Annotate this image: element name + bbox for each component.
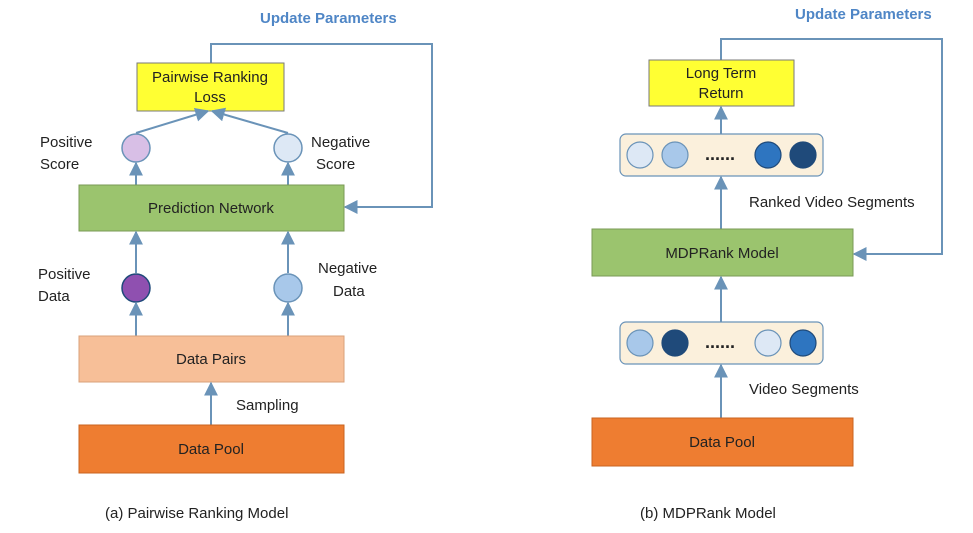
ranked-segment-circle-3 — [754, 141, 782, 169]
positive-score-label-line2: Score — [40, 156, 79, 173]
data-pairs-label: Data Pairs — [176, 351, 246, 368]
positive-data-label-line2: Data — [38, 288, 70, 305]
ranked-segments-ellipsis: ...... — [705, 144, 735, 164]
data-pool-box-left — [78, 424, 345, 474]
pairwise-loss-line1: Pairwise Ranking — [152, 69, 268, 86]
ranked-segment-circle-1 — [626, 141, 654, 169]
data-pool-label-left: Data Pool — [178, 441, 244, 458]
ranked-video-segments-label: Ranked Video Segments — [749, 194, 915, 211]
mdprank-panel: Update Parameters Long Term Return .....… — [591, 6, 943, 522]
video-segment-circle-3 — [754, 329, 782, 357]
sampling-label: Sampling — [236, 397, 299, 414]
positive-score-circle — [121, 133, 151, 163]
pairwise-loss-box — [136, 62, 285, 112]
update-feedback-arrow-left — [210, 43, 433, 214]
positive-data-label-line1: Positive — [38, 266, 91, 283]
prediction-network-box — [78, 184, 345, 232]
long-term-return-line2: Return — [698, 85, 743, 102]
video-segment-circle-1 — [626, 329, 654, 357]
video-segment-circle-2 — [661, 329, 689, 357]
positive-data-circle — [121, 273, 151, 303]
mdprank-model-box — [591, 228, 854, 277]
ranked-segment-circle-2 — [661, 141, 689, 169]
video-segments-label: Video Segments — [749, 381, 859, 398]
negative-data-label-line1: Negative — [318, 260, 377, 277]
negative-data-label-line2: Data — [333, 283, 365, 300]
positive-score-label-line1: Positive — [40, 134, 93, 151]
caption-right: (b) MDPRank Model — [640, 505, 776, 522]
update-feedback-arrow-right — [720, 38, 943, 261]
ranked-segment-circle-4 — [789, 141, 817, 169]
pairwise-loss-line2: Loss — [194, 89, 226, 106]
caption-left: (a) Pairwise Ranking Model — [105, 505, 288, 522]
video-segments-ellipsis: ...... — [705, 332, 735, 352]
update-parameters-title-left: Update Parameters — [260, 10, 397, 27]
negative-score-circle — [273, 133, 303, 163]
mdprank-model-label: MDPRank Model — [665, 245, 778, 262]
pairwise-ranking-panel: Update Parameters Pairwise Ranking Loss … — [38, 10, 433, 522]
prediction-network-label: Prediction Network — [148, 200, 274, 217]
data-pairs-box — [78, 335, 345, 383]
data-pool-box-right — [591, 417, 854, 467]
data-pool-label-right: Data Pool — [689, 434, 755, 451]
arrow-positive-score-to-loss — [135, 107, 210, 134]
negative-score-label-line1: Negative — [311, 134, 370, 151]
arrow-negative-score-to-loss — [210, 107, 289, 134]
negative-data-circle — [273, 273, 303, 303]
long-term-return-line1: Long Term — [686, 65, 757, 82]
update-parameters-title-right: Update Parameters — [795, 6, 932, 23]
video-segment-circle-4 — [789, 329, 817, 357]
negative-score-label-line2: Score — [316, 156, 355, 173]
